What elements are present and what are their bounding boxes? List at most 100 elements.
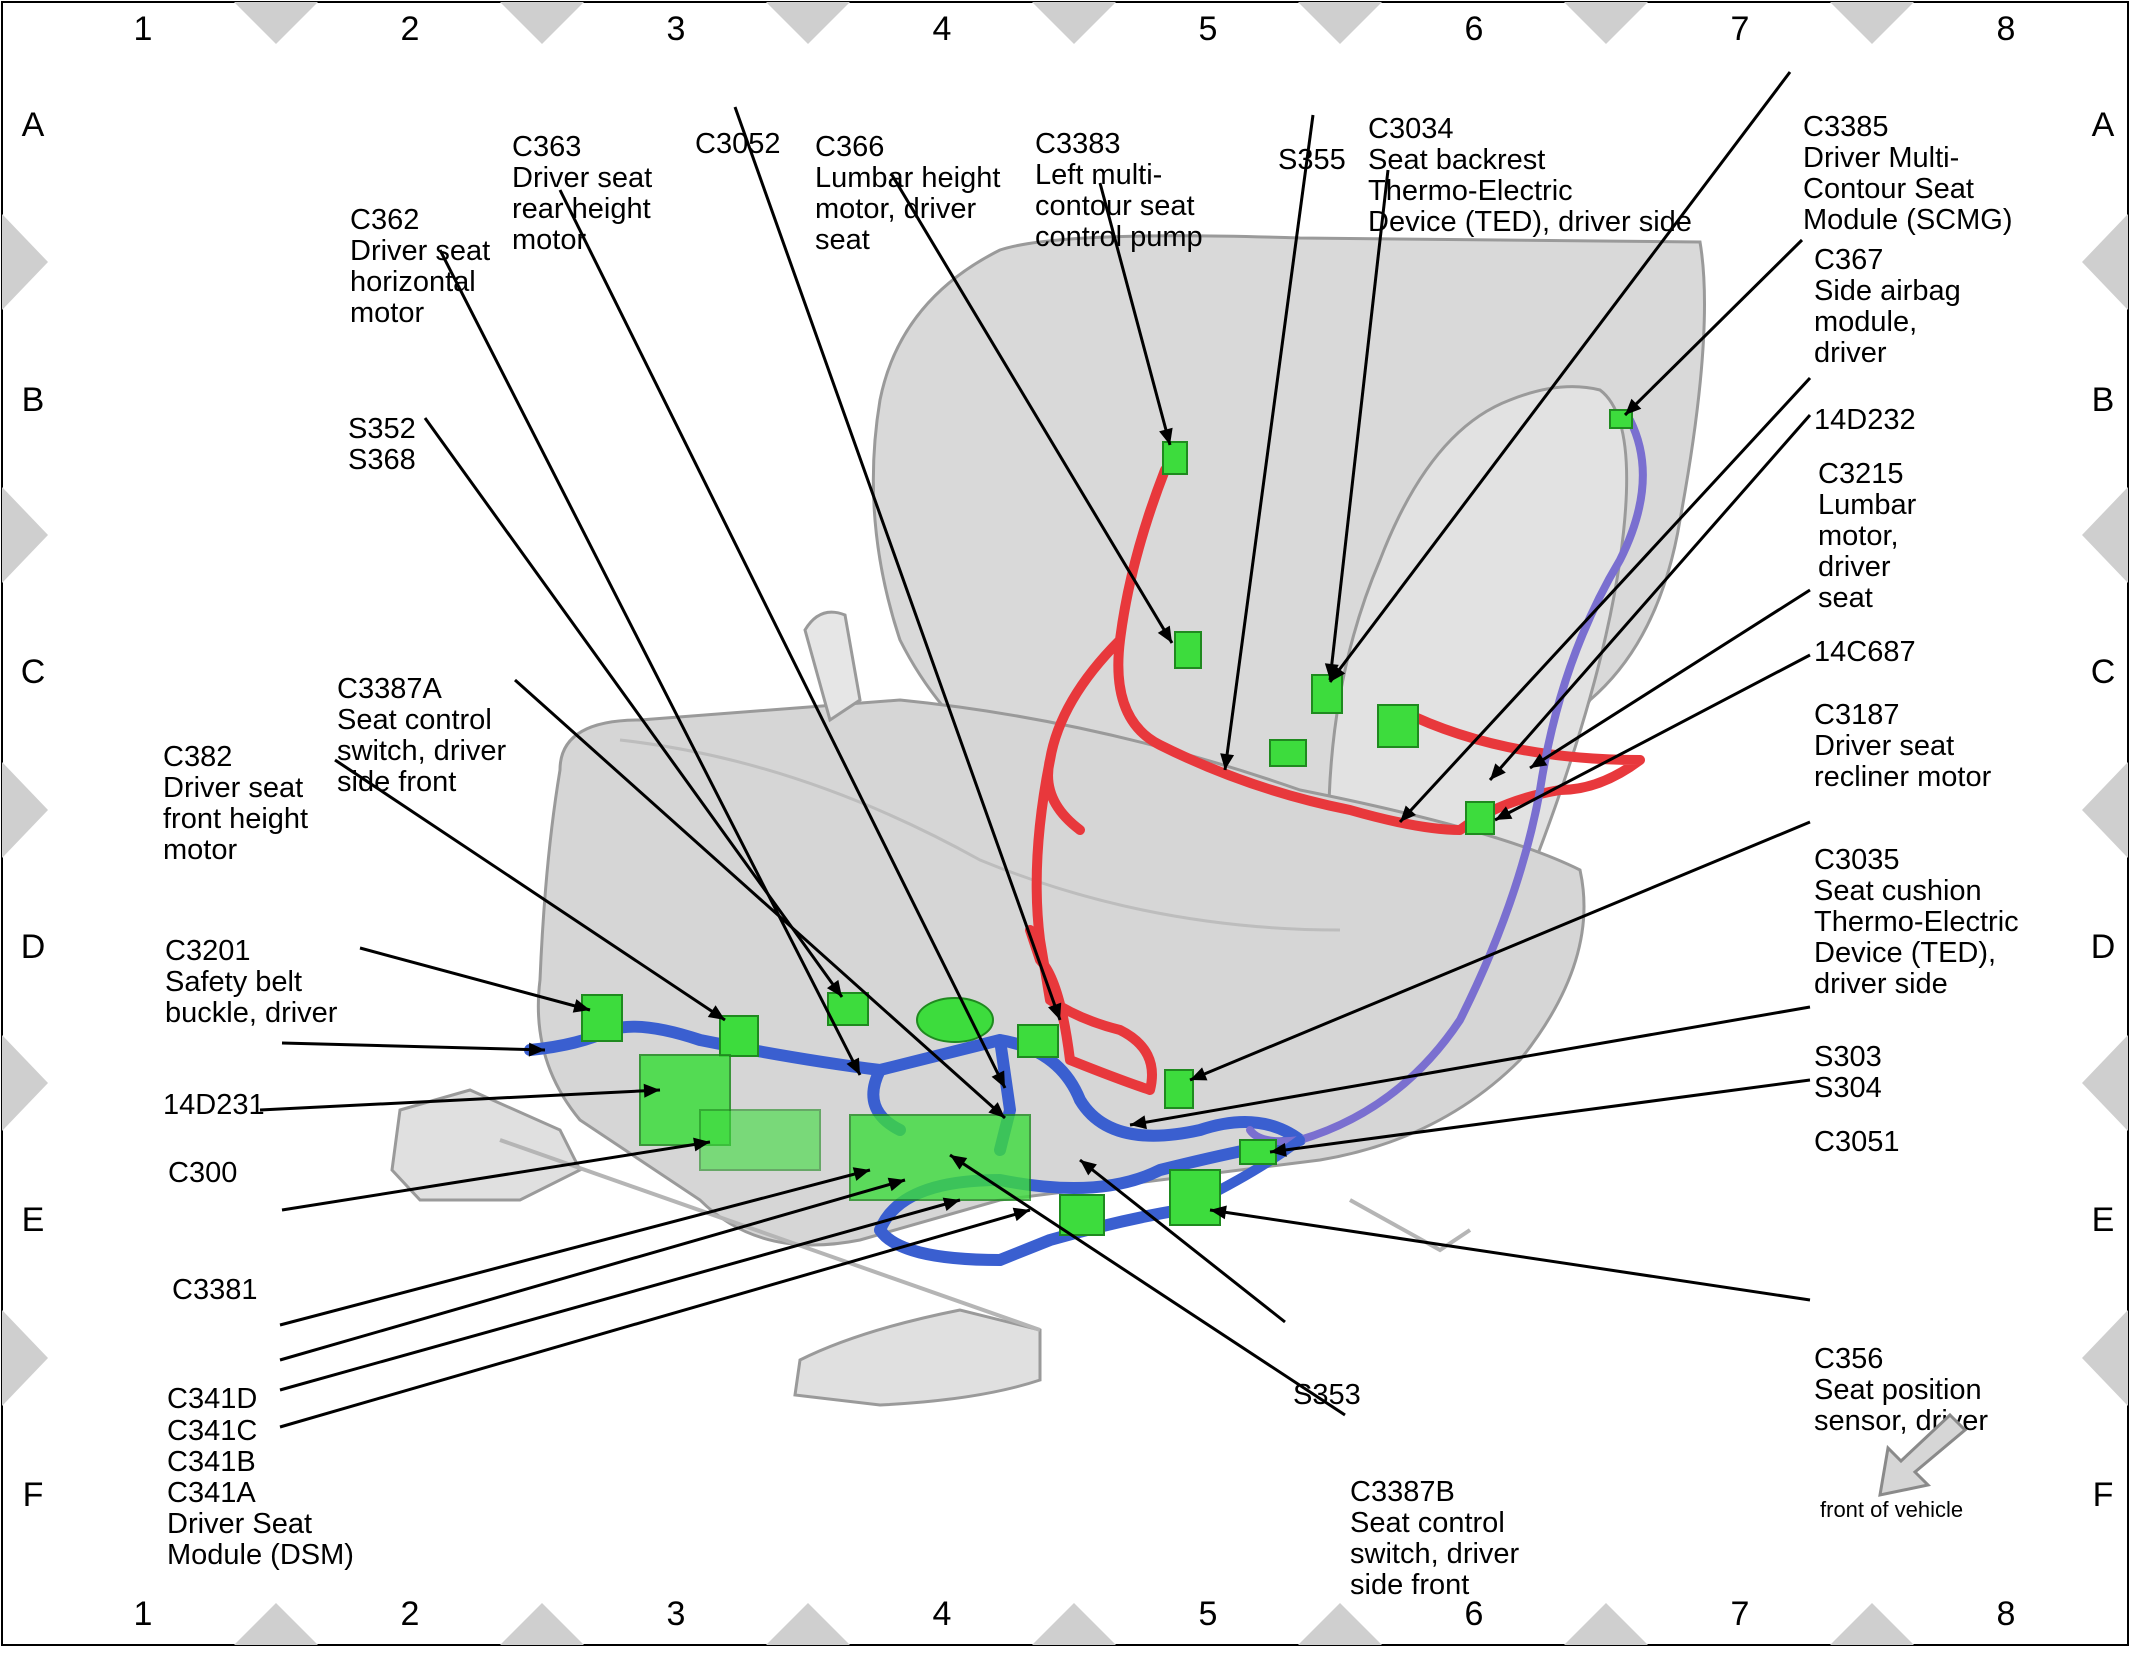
border-diamond-top [1032, 2, 1116, 44]
callout-s353: S353 [1293, 1379, 1361, 1411]
grid-row-label-E: E [21, 1201, 45, 1239]
border-diamond-bottom [766, 1603, 850, 1645]
leader-line-s352 [423, 417, 844, 998]
grid-column-label-5: 5 [1198, 10, 1218, 48]
grid-row-label-A: A [2091, 106, 2115, 144]
grid-column-label-6: 6 [1464, 10, 1484, 48]
border-diamond-bottom [1298, 1603, 1382, 1645]
leader-line-c341d [279, 1168, 871, 1327]
grid-column-label-2: 2 [400, 1595, 420, 1633]
connector-c356 [1169, 1169, 1221, 1226]
leader-line-c3035 [1189, 820, 1811, 1082]
callout-c3381: C3381 [172, 1274, 258, 1306]
callout-c3052: C3052 [695, 128, 781, 160]
border-diamond-right [2082, 1035, 2128, 1131]
connector-c3387a [827, 992, 869, 1026]
leader-arrowhead-c356 [1210, 1205, 1227, 1220]
leader-arrowhead-c3385 [1330, 665, 1346, 682]
leader-line-c3034 [1328, 169, 1390, 681]
border-diamond-right [2082, 487, 2128, 583]
leader-line-c366 [890, 174, 1174, 644]
grid-column-label-7: 7 [1730, 1595, 1750, 1633]
leader-line-c3381 [281, 1140, 711, 1212]
leader-arrowhead-n14d232 [1400, 805, 1416, 822]
leader-arrowhead-c341d [852, 1167, 870, 1181]
leader-line-c300 [259, 1088, 661, 1112]
border-diamond-bottom [1830, 1603, 1914, 1645]
leader-line-s353 [1079, 1158, 1286, 1324]
grid-row-label-F: F [2092, 1476, 2114, 1514]
leader-arrowhead-c341b [942, 1197, 960, 1212]
front-arrow-icon [1878, 1412, 1968, 1497]
grid-row-label-C: C [2090, 653, 2116, 691]
leader-arrowhead-n14d231 [528, 1042, 545, 1057]
border-diamond-bottom [1564, 1603, 1648, 1645]
leader-line-c341b [279, 1198, 961, 1392]
border-diamond-bottom [500, 1603, 584, 1645]
connector-cluster-center [916, 997, 994, 1043]
grid-row-label-B: B [21, 381, 45, 419]
leader-arrowhead-c3387a [988, 1102, 1005, 1118]
front-of-vehicle-label: front of vehicle [1820, 1497, 1964, 1522]
harness-red [1025, 465, 1645, 1095]
border-diamond-bottom [1032, 1603, 1116, 1645]
connector-c3215 [1377, 704, 1419, 748]
grid-row-label-E: E [2091, 1201, 2115, 1239]
leader-arrowhead-s353 [1080, 1160, 1097, 1176]
callout-s355: S355 [1278, 144, 1346, 176]
border-diamond-top [500, 2, 584, 44]
leader-line-c3201 [359, 946, 591, 1012]
border-diamond-left [2, 214, 48, 310]
grid-row-label-F: F [22, 1476, 44, 1514]
leader-arrowhead-s355 [1220, 753, 1235, 770]
grid-row-label-D: D [2090, 928, 2116, 966]
callout-14c687: 14C687 [1814, 636, 1916, 668]
leader-arrowhead-c3187 [1495, 806, 1513, 820]
connector-c3052 [1017, 1024, 1059, 1058]
leader-line-s303 [1129, 1005, 1811, 1127]
leader-line-c3383 [1098, 182, 1172, 446]
border-diamond-top [766, 2, 850, 44]
leader-arrowhead-c3383 [1159, 427, 1173, 445]
connector-c3381 [699, 1109, 821, 1171]
grid-column-label-1: 1 [133, 1595, 153, 1633]
leader-line-c3051 [1269, 1078, 1811, 1154]
connector-c3383 [1162, 441, 1188, 475]
grid-row-label-A: A [21, 106, 45, 144]
leader-arrowhead-s303 [1130, 1115, 1147, 1130]
connector-s353 [1059, 1194, 1105, 1236]
leader-line-c367 [1623, 238, 1804, 417]
connector-c366 [1174, 631, 1202, 669]
connector-c3035 [1164, 1069, 1194, 1109]
leader-arrowhead-c362 [846, 1057, 860, 1075]
leader-arrowhead-c3051 [1270, 1142, 1287, 1157]
grid-column-label-1: 1 [133, 10, 153, 48]
connector-c3034 [1311, 674, 1343, 714]
leader-line-s355 [1223, 114, 1315, 771]
seat-rail-front [793, 1308, 1042, 1407]
connector-c382 [719, 1015, 759, 1057]
leader-line-n14d232 [1398, 376, 1812, 824]
connectors [581, 409, 1633, 1236]
leader-line-c382 [334, 758, 726, 1022]
wire-harnesses [524, 416, 1647, 1266]
leader-lines [259, 71, 1812, 1429]
leader-arrowhead-n14c687 [1530, 753, 1548, 768]
leader-line-c362 [438, 249, 862, 1076]
leader-arrowhead-c382 [707, 1005, 725, 1020]
